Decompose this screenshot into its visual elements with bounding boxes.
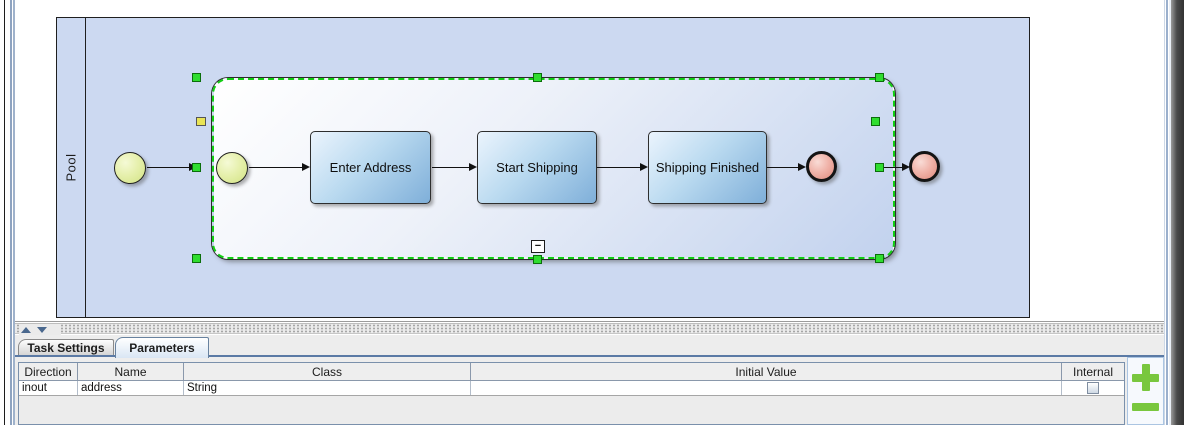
remove-parameter-button[interactable] xyxy=(1132,403,1159,411)
right-frame-line xyxy=(1166,0,1168,425)
sequence-flow[interactable] xyxy=(767,167,799,169)
sequence-flow[interactable] xyxy=(881,167,903,169)
properties-panel: Task Settings Parameters Direction Name … xyxy=(15,335,1164,425)
diagram-canvas[interactable]: Pool Enter Address Start Shipping Shippi… xyxy=(15,0,1164,322)
connection-port-handle-left[interactable] xyxy=(196,117,206,126)
pool-label: Pool xyxy=(63,153,79,182)
tab-label: Task Settings xyxy=(27,341,105,355)
selection-handle-bottom-right[interactable] xyxy=(875,254,884,263)
column-header-class[interactable]: Class xyxy=(184,363,471,380)
cell-name[interactable]: address xyxy=(78,381,184,395)
cell-initial-value[interactable] xyxy=(471,381,1062,395)
triangle-up-icon[interactable] xyxy=(21,326,31,333)
tab-task-settings[interactable]: Task Settings xyxy=(18,339,114,356)
arrowhead-icon xyxy=(469,163,477,171)
selection-handle-middle-left[interactable] xyxy=(192,163,201,172)
task-start-shipping[interactable]: Start Shipping xyxy=(477,131,597,204)
selection-handle-top-middle[interactable] xyxy=(533,73,542,82)
splitter-one-touch-buttons xyxy=(19,324,61,335)
task-label: Shipping Finished xyxy=(655,160,760,175)
tab-content-border xyxy=(15,355,1164,357)
column-header-internal[interactable]: Internal xyxy=(1072,364,1114,379)
collapse-subprocess-button[interactable]: − xyxy=(531,240,545,253)
column-header-initial-value[interactable]: Initial Value xyxy=(471,363,1062,380)
column-header-name[interactable]: Name xyxy=(78,363,184,380)
split-pane-divider[interactable] xyxy=(15,323,1164,335)
left-frame-line xyxy=(13,0,15,425)
start-event[interactable] xyxy=(114,152,146,184)
window-left-border xyxy=(4,0,5,425)
pool-label-band[interactable]: Pool xyxy=(57,18,86,317)
connection-port-handle-right[interactable] xyxy=(871,117,880,126)
table-header-row: Direction Name Class Initial Value Inter… xyxy=(19,363,1124,381)
cell-internal xyxy=(1062,381,1124,395)
column-header-direction[interactable]: Direction xyxy=(19,363,78,380)
task-label: Start Shipping xyxy=(496,160,578,175)
selection-handle-top-right[interactable] xyxy=(875,73,884,82)
arrowhead-icon xyxy=(798,163,806,171)
sequence-flow[interactable] xyxy=(147,167,189,169)
subprocess-start-event[interactable] xyxy=(216,152,248,184)
row-actions-panel xyxy=(1127,357,1164,425)
left-frame-line xyxy=(10,0,12,425)
selection-handle-top-left[interactable] xyxy=(192,73,201,82)
triangle-down-icon[interactable] xyxy=(37,326,47,333)
tab-label: Parameters xyxy=(129,341,195,355)
right-frame-line xyxy=(1164,0,1165,425)
window-right-border xyxy=(1171,0,1184,425)
task-enter-address[interactable]: Enter Address xyxy=(310,131,431,204)
arrowhead-icon xyxy=(902,163,910,171)
cell-direction[interactable]: inout xyxy=(19,381,78,395)
internal-checkbox[interactable] xyxy=(1087,382,1099,394)
parameters-table: Direction Name Class Initial Value Inter… xyxy=(18,362,1125,425)
sequence-flow[interactable] xyxy=(249,167,302,169)
arrowhead-icon xyxy=(640,163,648,171)
subprocess-end-event[interactable] xyxy=(806,151,837,182)
task-shipping-finished[interactable]: Shipping Finished xyxy=(648,131,767,204)
selection-handle-bottom-middle[interactable] xyxy=(533,255,542,264)
arrowhead-icon xyxy=(302,163,310,171)
add-parameter-button[interactable] xyxy=(1132,364,1159,391)
selection-handle-middle-right[interactable] xyxy=(875,163,884,172)
right-frame-line xyxy=(1169,0,1171,425)
sequence-flow[interactable] xyxy=(597,167,640,169)
table-row[interactable]: inout address String xyxy=(19,381,1124,396)
end-event[interactable] xyxy=(909,151,940,182)
task-label: Enter Address xyxy=(329,160,412,175)
cell-class[interactable]: String xyxy=(184,381,471,395)
selection-handle-bottom-left[interactable] xyxy=(192,254,201,263)
tab-parameters[interactable]: Parameters xyxy=(115,337,209,358)
sequence-flow[interactable] xyxy=(432,167,469,169)
